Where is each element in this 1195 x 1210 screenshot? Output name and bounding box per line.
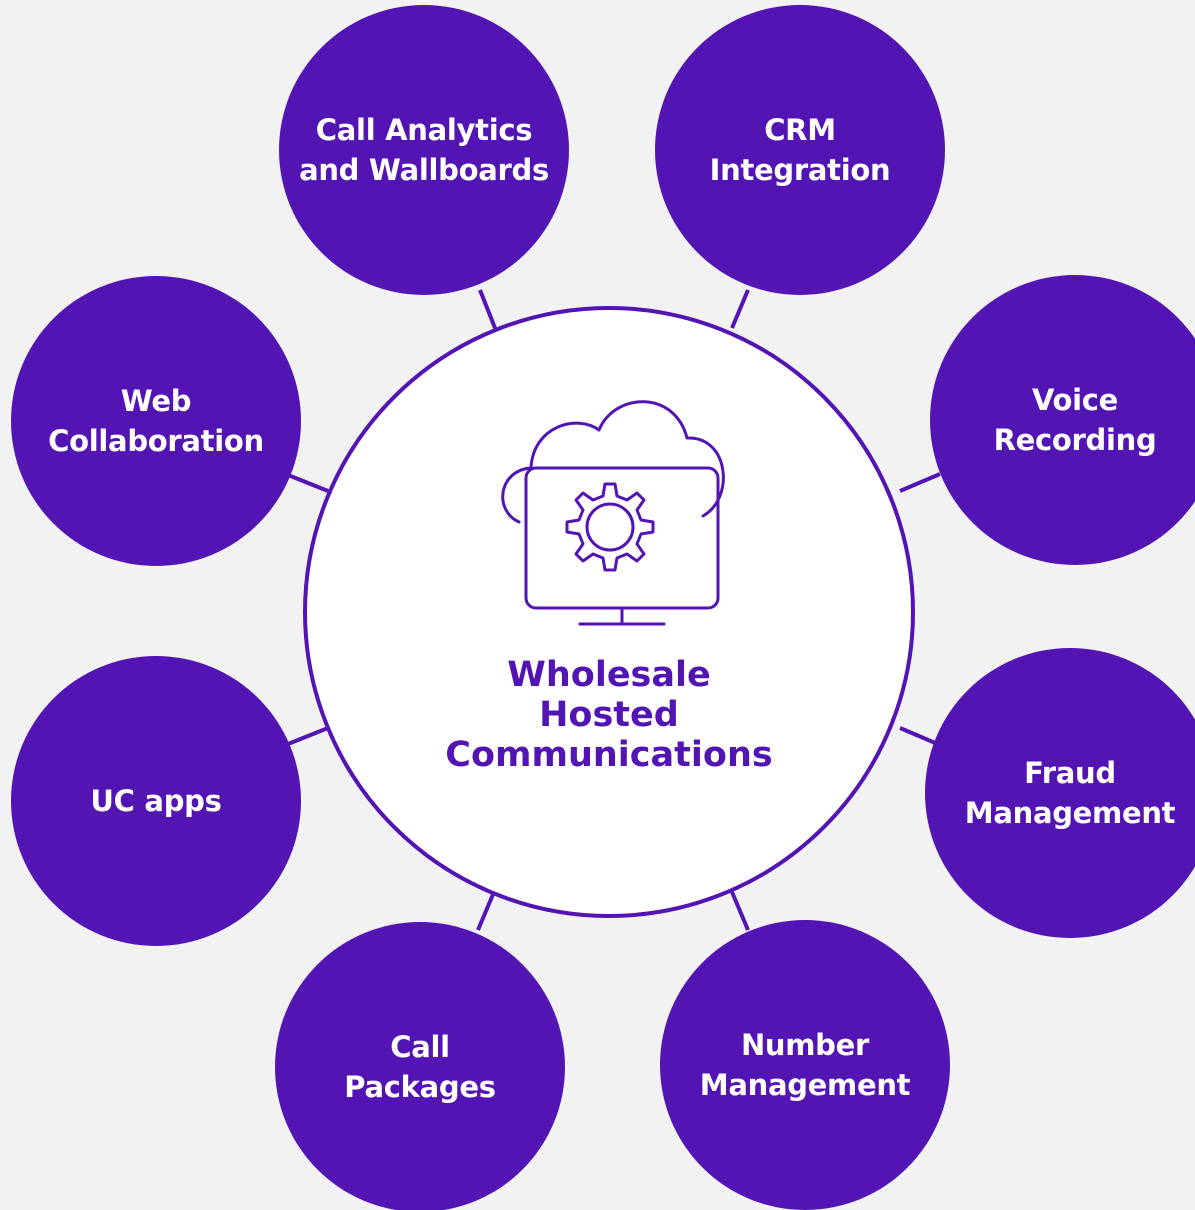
node-voice-recording-label: Voice Recording	[993, 383, 1157, 457]
node-number-management: Number Management	[660, 920, 950, 1210]
node-uc-apps: UC apps	[11, 656, 301, 946]
connector-number-management	[730, 891, 750, 931]
node-voice-recording: Voice Recording	[930, 275, 1195, 565]
node-crm-integration: CRM Integration	[655, 5, 945, 295]
node-call-packages: Call Packages	[275, 922, 565, 1210]
node-web-collaboration: Web Collaboration	[11, 276, 301, 566]
connector-crm	[730, 289, 750, 329]
hub-title: Wholesale Hosted Communications	[445, 655, 773, 775]
cloud-monitor-gear-icon	[501, 400, 725, 626]
node-number-management-label: Number Management	[699, 1028, 911, 1102]
hub-circle: Wholesale Hosted Communications	[303, 306, 915, 918]
node-call-analytics-label: Call Analytics and Wallboards	[299, 113, 549, 187]
connector-web-collab	[287, 473, 329, 493]
connector-call-analytics	[478, 289, 497, 329]
node-call-analytics: Call Analytics and Wallboards	[279, 5, 569, 295]
node-fraud-management-label: Fraud Management	[964, 756, 1176, 830]
node-web-collaboration-label: Web Collaboration	[48, 384, 264, 458]
connector-call-packages	[476, 891, 496, 931]
node-call-packages-label: Call Packages	[344, 1030, 496, 1104]
connector-voice-recording	[899, 472, 941, 493]
node-crm-integration-label: CRM Integration	[709, 113, 891, 187]
node-fraud-management: Fraud Management	[925, 648, 1195, 938]
connector-uc-apps	[287, 726, 329, 746]
node-uc-apps-label: UC apps	[90, 784, 222, 818]
